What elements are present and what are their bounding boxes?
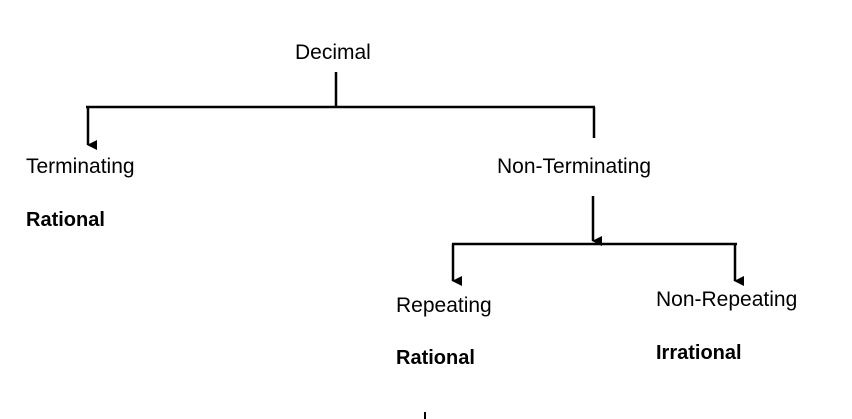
non-repeating-classification: Irrational	[656, 342, 742, 364]
non-repeating-node-label: Non-Repeating	[656, 288, 798, 311]
terminating-classification: Rational	[26, 209, 105, 231]
stray-tick-mark	[424, 412, 426, 419]
repeating-classification: Rational	[396, 347, 475, 369]
decimal-node-label: Decimal	[295, 41, 371, 64]
repeating-node-label: Repeating	[396, 294, 492, 317]
terminating-node-label: Terminating	[26, 155, 135, 178]
non-terminating-node-label: Non-Terminating	[497, 155, 652, 178]
